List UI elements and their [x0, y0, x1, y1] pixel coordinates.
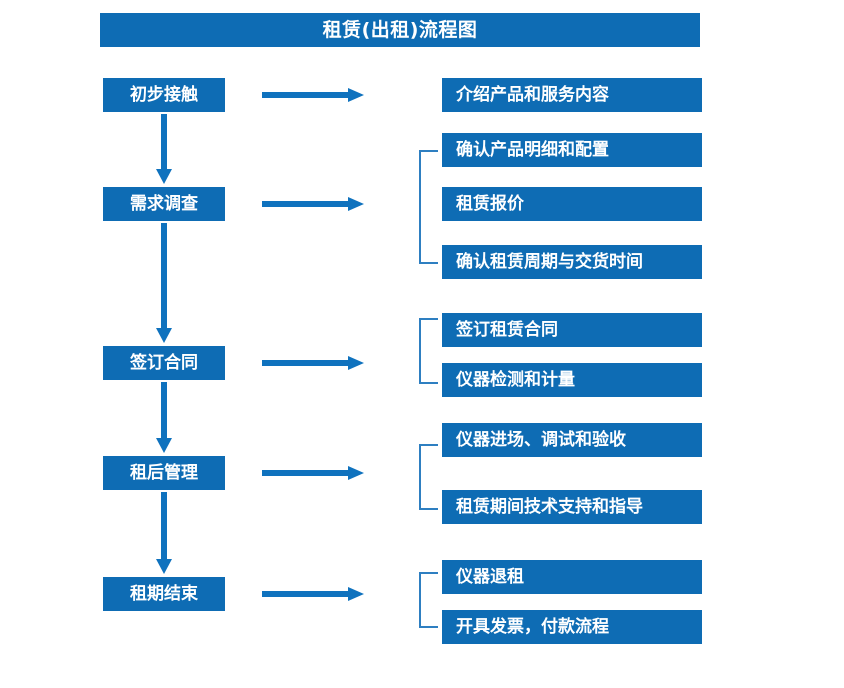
stage-label-3: 签订合同 — [130, 352, 198, 373]
arrow-down-icon-3 — [155, 382, 173, 453]
detail-box-g4-2[interactable]: 租赁期间技术支持和指导 — [442, 490, 702, 524]
bracket-left-icon-2 — [418, 150, 438, 264]
detail-label-g4-1: 仪器进场、调试和验收 — [456, 429, 626, 450]
detail-label-g1-1: 介绍产品和服务内容 — [456, 84, 609, 105]
stage-box-1[interactable]: 初步接触 — [103, 78, 225, 112]
detail-label-g5-1: 仪器退租 — [456, 566, 524, 587]
arrow-right-icon-2 — [262, 197, 364, 211]
detail-label-g4-2: 租赁期间技术支持和指导 — [456, 496, 643, 517]
detail-box-g2-2[interactable]: 租赁报价 — [442, 187, 702, 221]
detail-box-g3-1[interactable]: 签订租赁合同 — [442, 313, 702, 347]
bracket-left-icon-5 — [418, 572, 438, 628]
detail-label-g2-1: 确认产品明细和配置 — [456, 139, 609, 160]
stage-label-1: 初步接触 — [130, 84, 198, 105]
detail-box-g1-1[interactable]: 介绍产品和服务内容 — [442, 78, 702, 112]
detail-box-g3-2[interactable]: 仪器检测和计量 — [442, 363, 702, 397]
detail-box-g2-1[interactable]: 确认产品明细和配置 — [442, 133, 702, 167]
arrow-right-icon-1 — [262, 88, 364, 102]
arrow-right-icon-3 — [262, 356, 364, 370]
stage-box-3[interactable]: 签订合同 — [103, 346, 225, 380]
chart-title-bar: 租赁(出租)流程图 — [100, 13, 700, 47]
detail-box-g5-1[interactable]: 仪器退租 — [442, 560, 702, 594]
arrow-down-icon-1 — [155, 114, 173, 184]
detail-label-g2-3: 确认租赁周期与交货时间 — [456, 251, 643, 272]
arrow-down-icon-2 — [155, 223, 173, 343]
stage-box-2[interactable]: 需求调查 — [103, 187, 225, 221]
stage-box-5[interactable]: 租期结束 — [103, 577, 225, 611]
arrow-down-icon-4 — [155, 492, 173, 574]
detail-label-g3-2: 仪器检测和计量 — [456, 369, 575, 390]
detail-box-g4-1[interactable]: 仪器进场、调试和验收 — [442, 423, 702, 457]
bracket-left-icon-4 — [418, 444, 438, 510]
detail-label-g3-1: 签订租赁合同 — [456, 319, 558, 340]
stage-label-4: 租后管理 — [130, 462, 198, 483]
detail-label-g5-2: 开具发票，付款流程 — [456, 616, 609, 637]
arrow-right-icon-4 — [262, 466, 364, 480]
chart-title: 租赁(出租)流程图 — [322, 18, 478, 41]
detail-box-g2-3[interactable]: 确认租赁周期与交货时间 — [442, 245, 702, 279]
arrow-right-icon-5 — [262, 587, 364, 601]
bracket-left-icon-3 — [418, 318, 438, 384]
detail-label-g2-2: 租赁报价 — [456, 193, 524, 214]
detail-box-g5-2[interactable]: 开具发票，付款流程 — [442, 610, 702, 644]
stage-label-5: 租期结束 — [130, 583, 198, 604]
stage-box-4[interactable]: 租后管理 — [103, 456, 225, 490]
stage-label-2: 需求调查 — [130, 193, 198, 214]
